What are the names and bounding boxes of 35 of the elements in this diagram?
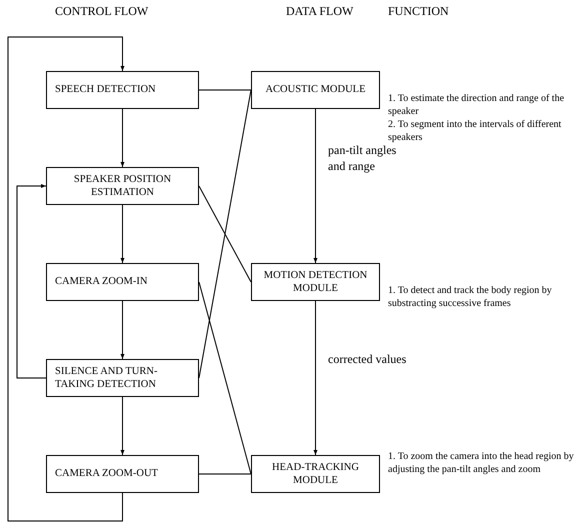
function-note: 1. To estimate the direction and range of the speaker	[388, 92, 566, 118]
arrow	[314, 108, 318, 264]
box-label: ACOUSTIC MODULE	[264, 83, 367, 97]
box-label: MOTION DETECTION MODULE	[262, 268, 368, 296]
process-box	[251, 455, 380, 493]
process-box	[251, 71, 380, 109]
box-label: CAMERA ZOOM-IN	[55, 275, 148, 289]
function-note: 1. To zoom the camera into the head region by adjusting the pan-tilt angles and zoom	[388, 450, 575, 476]
column-heading: FUNCTION	[388, 4, 449, 19]
arrow	[120, 108, 124, 168]
box-label: HEAD-TRACKING MODULE	[271, 460, 360, 488]
box-label: SILENCE AND TURN-TAKING DETECTION	[55, 364, 158, 392]
process-box	[46, 263, 199, 301]
process-box	[46, 71, 199, 109]
arrow	[8, 36, 124, 522]
process-box	[46, 359, 199, 397]
process-box	[251, 263, 380, 301]
connector-line	[198, 282, 252, 474]
box-label: SPEAKER POSITION ESTIMATION	[72, 172, 172, 200]
column-heading: CONTROL FLOW	[55, 4, 148, 19]
process-box	[46, 167, 199, 205]
arrow	[314, 300, 318, 456]
column-heading: DATA FLOW	[286, 4, 354, 19]
edge-label: pan-tilt angles and range	[328, 143, 398, 174]
connector-line	[198, 186, 252, 282]
box-label: SPEECH DETECTION	[55, 83, 157, 97]
function-note: 2. To segment into the intervals of different speakers	[388, 118, 562, 144]
process-box	[46, 455, 199, 493]
arrow	[120, 396, 124, 456]
arrow	[120, 204, 124, 264]
connector-line	[198, 90, 252, 378]
box-label: CAMERA ZOOM-OUT	[55, 467, 159, 481]
function-note: 1. To detect and track the body region by substracting successive frames	[388, 284, 553, 310]
arrow	[120, 300, 124, 360]
arrow	[16, 184, 46, 378]
